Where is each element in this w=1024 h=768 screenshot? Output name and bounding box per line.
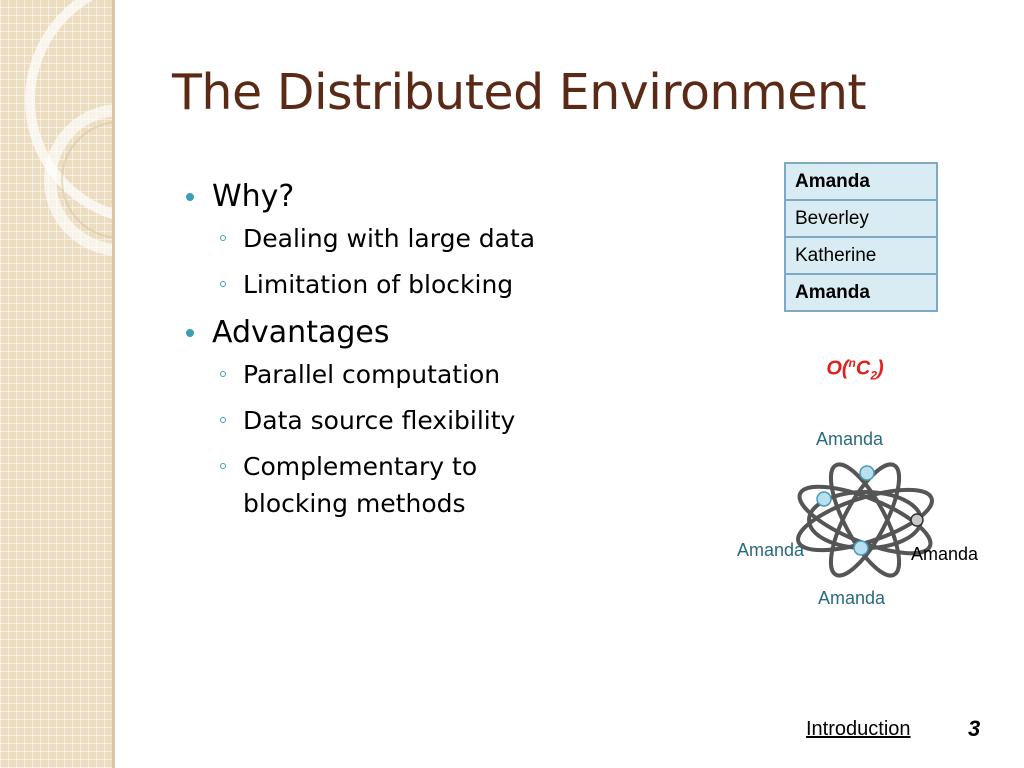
sub-bullet: Data source flexibility [186, 402, 626, 439]
network-edge [797, 484, 933, 556]
sub-bullet: Dealing with large data [186, 220, 626, 257]
sub-bullet: Limitation of blocking [186, 266, 626, 303]
node-bottom [853, 540, 869, 556]
names-table: Amanda Beverley Katherine Amanda [784, 162, 938, 312]
sub-bullet-text: Limitation of blocking [243, 270, 514, 299]
bullet-text: Advantages [212, 315, 390, 350]
network-edge [828, 462, 902, 578]
table-cell: Katherine [784, 236, 938, 275]
table-row: Amanda [784, 273, 938, 312]
network-edge [828, 462, 902, 578]
table-cell: Amanda [784, 162, 938, 201]
sub-bullet-ring-icon [220, 281, 226, 287]
table-row: Katherine [784, 236, 938, 275]
sub-bullet: Complementary to blocking methods [186, 448, 543, 522]
sub-bullet: Parallel computation [186, 356, 626, 393]
node-label-left: Amanda [737, 540, 805, 560]
table-cell: Amanda [784, 273, 938, 312]
bullet-advantages: Advantages [186, 312, 626, 354]
page-number: 3 [968, 716, 981, 741]
node-right [910, 513, 924, 527]
table-cell: Beverley [784, 199, 938, 238]
table-row: Beverley [784, 199, 938, 238]
sub-bullet-text: Data source flexibility [243, 406, 516, 435]
sidebar-edge [112, 0, 115, 768]
sub-bullet-ring-icon [220, 371, 226, 377]
bullet-why: Why? [186, 176, 626, 218]
formula-sup: n [848, 356, 856, 370]
sub-bullet-text: Dealing with large data [243, 224, 536, 253]
sidebar-decoration [0, 0, 112, 768]
node-left [816, 491, 832, 507]
complexity-formula: O(nC2) [800, 356, 910, 383]
sub-bullet-ring-icon [220, 235, 226, 241]
bullet-dot-icon [186, 193, 194, 201]
node-label-bottom: Amanda [818, 588, 886, 608]
formula-base: C [855, 357, 871, 380]
formula-suffix: ) [877, 357, 884, 380]
network-edges [796, 462, 934, 578]
network-edge [796, 487, 934, 553]
bullet-text: Why? [212, 179, 295, 214]
decorative-circles [25, 0, 112, 256]
table-row: Amanda [784, 162, 938, 201]
sub-bullet-ring-icon [220, 463, 226, 469]
sub-bullet-text: Complementary to blocking methods [243, 452, 478, 518]
slide-title: The Distributed Environment [172, 64, 867, 121]
bullet-list: Why? Dealing with large data Limitation … [186, 176, 626, 531]
sub-bullet-text: Parallel computation [243, 360, 501, 389]
node-label-right: Amanda [911, 544, 979, 564]
footer-section-link[interactable]: Introduction [806, 718, 911, 740]
node-top [859, 465, 875, 481]
node-label-top: Amanda [816, 429, 884, 449]
comparison-network-diagram [796, 462, 934, 578]
formula-prefix: O( [826, 357, 849, 380]
formula-sub: 2 [870, 368, 878, 383]
bullet-dot-icon [186, 329, 194, 337]
sub-bullet-ring-icon [220, 417, 226, 423]
